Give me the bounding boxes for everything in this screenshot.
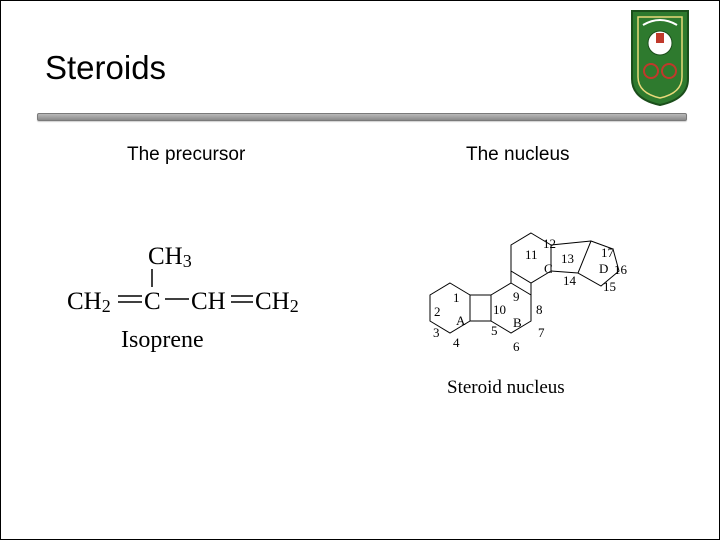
title-divider <box>37 113 687 121</box>
atom-number-3: 3 <box>433 325 440 340</box>
ring-label-d: D <box>599 261 608 276</box>
central-carbon-label: C <box>144 288 161 315</box>
atom-number-10: 10 <box>493 302 506 317</box>
ring-label-b: B <box>513 315 522 330</box>
steroid-nucleus-structure <box>429 232 620 334</box>
steroid-caption: Steroid nucleus <box>447 377 565 398</box>
atom-number-6: 6 <box>513 339 520 354</box>
atom-number-5: 5 <box>491 323 498 338</box>
slide-title: Steroids <box>45 49 167 86</box>
atom-number-9: 9 <box>513 289 520 304</box>
atom-number-1: 1 <box>453 290 460 305</box>
atom-number-14: 14 <box>563 273 577 288</box>
atom-number-12: 12 <box>543 236 556 251</box>
atom-number-2: 2 <box>434 304 441 319</box>
atom-number-8: 8 <box>536 302 543 317</box>
ch2-right-label: CH2 <box>255 288 299 316</box>
ch2-left-label: CH2 <box>67 288 111 316</box>
university-crest-logo <box>631 10 689 107</box>
atom-number-7: 7 <box>538 325 545 340</box>
atom-number-13: 13 <box>561 251 574 266</box>
ring-label-a: A <box>456 313 466 328</box>
isoprene-structure: CH3 CH2 C CH CH2 Isoprene <box>67 243 299 353</box>
ring-label-c: C <box>544 261 553 276</box>
ring-d-pentagon <box>577 240 620 287</box>
precursor-label: The precursor <box>127 144 246 165</box>
atom-number-4: 4 <box>453 335 460 350</box>
isoprene-caption: Isoprene <box>121 327 204 353</box>
nucleus-label: The nucleus <box>466 144 570 165</box>
atom-number-17: 17 <box>601 245 615 260</box>
ch-group-label: CH <box>191 288 226 315</box>
atom-number-16: 16 <box>614 262 628 277</box>
steroid-labels: A B C D 1 2 3 4 5 6 7 8 9 10 11 12 13 14… <box>433 236 628 354</box>
ch3-group-label: CH3 <box>148 243 192 271</box>
atom-number-15: 15 <box>603 279 616 294</box>
atom-number-11: 11 <box>525 247 538 262</box>
